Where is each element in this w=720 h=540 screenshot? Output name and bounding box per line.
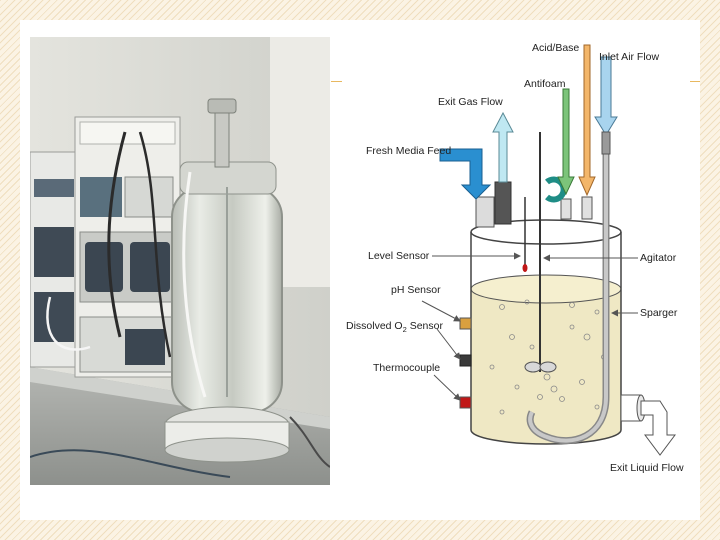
leader-lines [421, 252, 638, 401]
label-ph-sensor: pH Sensor [391, 284, 441, 296]
controller-display-left [34, 179, 74, 197]
bioreactor-photo-drawing [30, 37, 330, 485]
controller-top-unit [79, 121, 176, 145]
exit-gas-port [494, 181, 512, 225]
label-level-sensor: Level Sensor [368, 250, 430, 262]
bioreactor-photo [30, 37, 330, 485]
antifoam-port [560, 198, 572, 220]
exit-liquid-arrow [640, 400, 676, 456]
exit-gas-arrow [492, 111, 514, 183]
acid-base-arrow [578, 44, 596, 197]
bioreactor-diagram: Acid/Base Inlet Air Flow Antifoam Exit G… [342, 37, 690, 480]
level-sensor-tip [522, 264, 528, 272]
impeller-blade-left [524, 361, 542, 373]
label-acid-base: Acid/Base [532, 42, 579, 54]
label-exit-liquid-flow: Exit Liquid Flow [610, 462, 684, 474]
impeller-blade-right [539, 361, 557, 373]
label-antifoam: Antifoam [524, 78, 566, 90]
label-thermocouple: Thermocouple [373, 362, 440, 374]
label-dissolved-o2-sensor: Dissolved O2 Sensor [346, 320, 443, 334]
inlet-air-arrow [594, 56, 618, 136]
media-feed-port [475, 196, 495, 228]
cable-2 [138, 131, 172, 358]
agitator-motor-shaft [214, 106, 230, 168]
vessel-tube [182, 171, 207, 398]
thermocouple-sensor [459, 396, 472, 409]
sparger-tube-inner [528, 152, 608, 443]
pump-head-2 [130, 242, 170, 292]
controller-panel-left [34, 227, 74, 277]
liquid-surface [470, 274, 622, 304]
floor-cable-2 [289, 416, 330, 468]
acid-base-port [581, 196, 593, 220]
controller-screen [80, 177, 122, 217]
controller-panel-left-2 [34, 292, 74, 342]
label-exit-gas-flow: Exit Gas Flow [438, 96, 503, 108]
agitator-motor [207, 98, 237, 114]
label-fresh-media-feed: Fresh Media Feed [366, 145, 451, 157]
floor-cable [30, 449, 231, 478]
tube-1 [46, 296, 91, 351]
controller-keypad [124, 176, 174, 218]
dissolved-o2-sensor [459, 354, 472, 367]
bioreactor-diagram-drawing: Acid/Base Inlet Air Flow Antifoam Exit G… [346, 42, 684, 474]
label-agitator: Agitator [640, 252, 677, 264]
vessel-bottom [470, 429, 622, 445]
stirrer-base-bottom [164, 437, 290, 463]
controller-base-panel [125, 329, 165, 365]
ph-sensor [459, 317, 472, 330]
cable-1 [107, 131, 127, 338]
antifoam-arrow [557, 88, 575, 196]
inlet-air-pipe [601, 131, 611, 155]
label-sparger: Sparger [640, 307, 678, 319]
media-feed-arrow [439, 148, 492, 200]
pump-head-1 [85, 242, 123, 292]
label-inlet-air-flow: Inlet Air Flow [599, 51, 660, 63]
